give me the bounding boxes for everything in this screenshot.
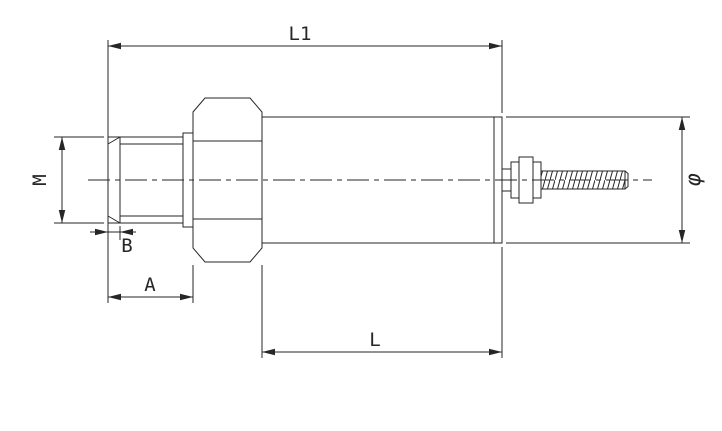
dimension-l: L	[261, 247, 503, 358]
a-label: A	[144, 274, 156, 296]
l1-label: L1	[289, 23, 312, 45]
m-label: M	[29, 174, 51, 185]
dimension-phi: φ	[506, 116, 705, 244]
dimension-a: A	[108, 265, 194, 303]
b-label: B	[121, 235, 132, 257]
thread-chamfer-bottom-line	[107, 215, 121, 224]
dimension-b: B	[90, 226, 136, 257]
thread-chamfer-top-line	[107, 136, 121, 145]
phi-label: φ	[681, 173, 705, 186]
rod-end-chamfer	[624, 170, 629, 190]
l-label: L	[369, 329, 380, 351]
threaded-rod	[540, 170, 626, 190]
part-outline	[107, 97, 629, 263]
hex-nut-outline	[192, 97, 263, 263]
dimension-m: M	[29, 136, 104, 224]
dimension-l1: L1	[107, 23, 503, 303]
